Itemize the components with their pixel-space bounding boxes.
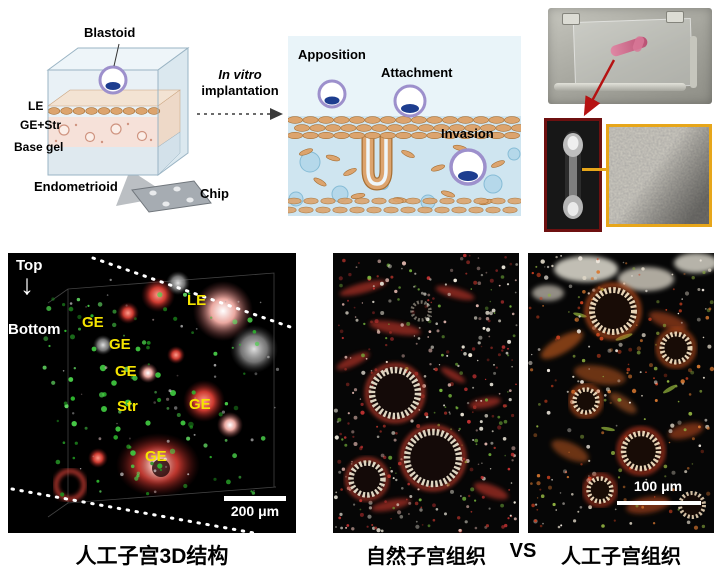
implantation-schematic bbox=[288, 36, 521, 216]
natural-tissue-panel bbox=[333, 253, 519, 533]
attachment-label: Attachment bbox=[381, 65, 453, 80]
green-cell-clusters bbox=[91, 346, 186, 456]
blastoid-attachment-icon bbox=[393, 84, 427, 118]
base-gel-label: Base gel bbox=[14, 140, 64, 154]
le-annotation: LE bbox=[187, 292, 207, 309]
section-boundary-lines bbox=[10, 256, 296, 533]
chip-label: Chip bbox=[200, 186, 229, 201]
chip-photo bbox=[548, 8, 712, 104]
white-speckle-field bbox=[62, 278, 280, 494]
implantation-label: implantation bbox=[201, 83, 279, 98]
ge-annotation: GE bbox=[109, 336, 131, 353]
green-fibers bbox=[573, 312, 677, 432]
caption-artificial-tissue: 人工子宫组织 bbox=[561, 546, 681, 568]
top-label: Top bbox=[16, 257, 43, 274]
outlet-tube bbox=[554, 83, 686, 91]
scale-bar-label: 200 μm bbox=[230, 503, 280, 519]
cell-speckle-field bbox=[528, 255, 714, 530]
clamp-left bbox=[562, 13, 580, 25]
str-dots bbox=[54, 122, 153, 144]
caption-vs: VS bbox=[509, 540, 537, 562]
ge-annotation: GE bbox=[115, 363, 137, 380]
endometrioid-label: Endometrioid bbox=[34, 179, 118, 194]
ge-annotation: GE bbox=[189, 396, 211, 413]
dashed-arrow-icon bbox=[197, 108, 283, 120]
caption-natural-tissue: 自然子宫组织 bbox=[366, 546, 486, 568]
invitro-label: In vitro bbox=[218, 67, 262, 82]
blastoid-pointer-line bbox=[113, 43, 120, 67]
chip-icon bbox=[131, 180, 212, 213]
white-matrix-patches bbox=[532, 253, 714, 301]
orange-streaks bbox=[540, 311, 704, 514]
red-streaks bbox=[336, 280, 509, 512]
green-speckle-field bbox=[42, 292, 266, 497]
ge-glands bbox=[58, 123, 148, 143]
bottom-label: Bottom bbox=[8, 321, 61, 338]
zoom-arrow-icon bbox=[583, 59, 616, 117]
ge-annotation: GE bbox=[82, 314, 104, 331]
scale-bar bbox=[617, 501, 701, 505]
scale-bar-label: 100 μm bbox=[633, 478, 683, 494]
endometrioid-chip-schematic bbox=[46, 43, 212, 213]
ge-str-label: GE+Str bbox=[20, 118, 62, 132]
blastoid-icon bbox=[98, 65, 128, 95]
side-tube bbox=[690, 36, 697, 88]
gland-rings bbox=[345, 300, 466, 501]
gland-invagination bbox=[361, 136, 393, 191]
artificial-tissue-panel bbox=[528, 253, 714, 533]
membrane-micrograph-inset bbox=[606, 124, 712, 227]
ge-annotation: GE bbox=[145, 448, 167, 465]
str-annotation: Str bbox=[117, 398, 138, 415]
apposition-label: Apposition bbox=[298, 47, 366, 62]
le-label: LE bbox=[28, 99, 44, 113]
luminal-epithelium-band bbox=[288, 116, 521, 140]
invasion-label: Invasion bbox=[441, 126, 494, 141]
blastoid-invasion-icon bbox=[449, 148, 487, 186]
chamber-micrograph-inset bbox=[544, 118, 602, 232]
down-arrow-icon: ↓ bbox=[20, 269, 34, 300]
scale-bar bbox=[224, 496, 286, 501]
clamp-right bbox=[666, 11, 684, 23]
inset-connector-line bbox=[582, 168, 608, 171]
caption-artificial-3d: 人工子宫3D结构 bbox=[75, 545, 229, 568]
confocal-3d-panel bbox=[8, 253, 296, 533]
bottom-cell-rows bbox=[288, 197, 521, 214]
base-gel-layer bbox=[48, 147, 158, 175]
gland-rings bbox=[569, 283, 706, 519]
blastoid-apposition-icon bbox=[317, 79, 347, 109]
tissue-blobs bbox=[53, 271, 278, 502]
le-cell-row bbox=[47, 107, 161, 115]
blastoid-label: Blastoid bbox=[84, 25, 136, 40]
stromal-glands bbox=[288, 147, 521, 210]
